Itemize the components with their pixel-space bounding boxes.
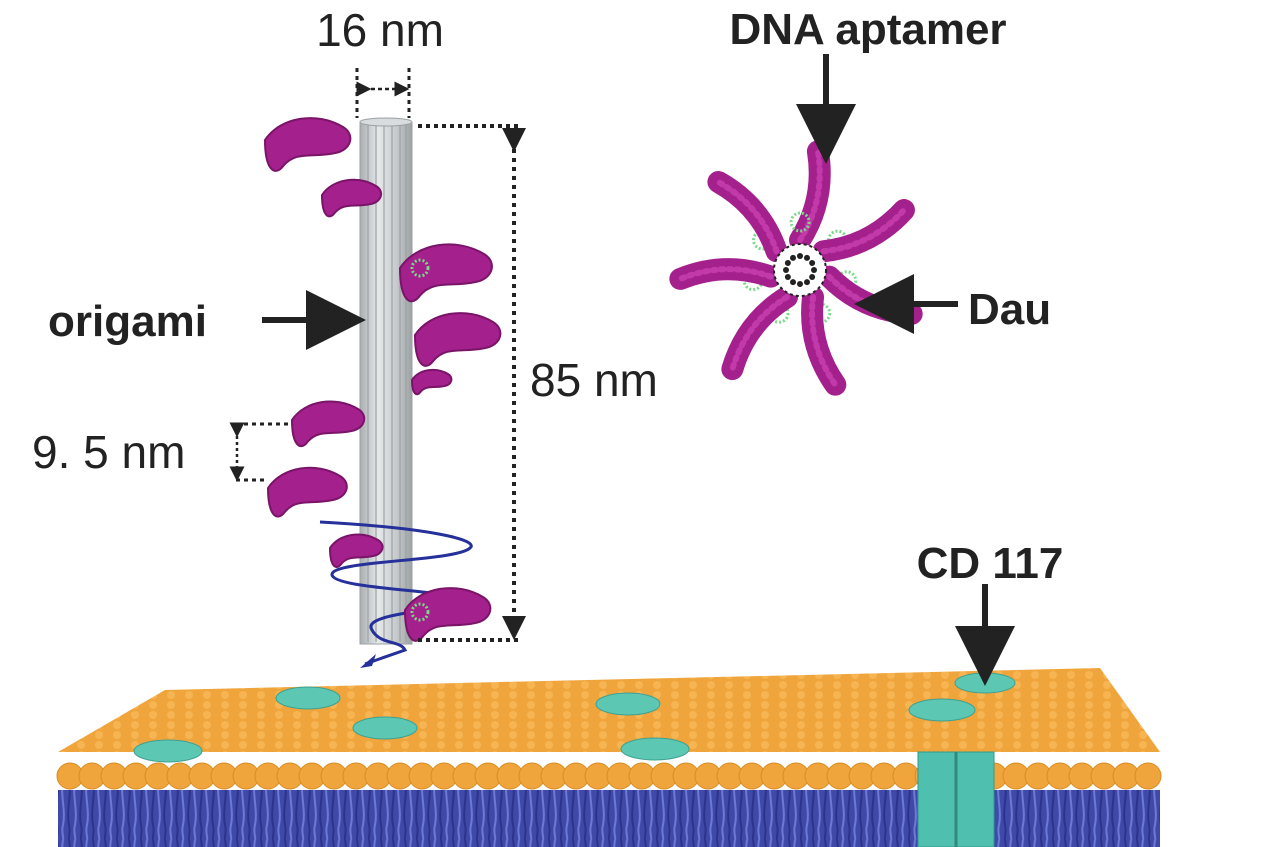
aptamer [266, 466, 348, 518]
lipid-head [1134, 762, 1162, 790]
star-core [773, 243, 827, 297]
dau-molecule [410, 258, 430, 278]
aptamer [398, 243, 493, 303]
aptamer-star [669, 140, 923, 396]
receptor [954, 672, 1016, 694]
width-dimension [355, 68, 411, 118]
receptor [352, 716, 418, 740]
membrane-tail-layer [58, 790, 1160, 847]
receptor [908, 698, 976, 722]
aptamer [263, 117, 352, 172]
receptor [275, 686, 341, 710]
dau-molecule [789, 211, 811, 233]
origami-label: origami [48, 297, 207, 346]
length-dimension [418, 124, 526, 642]
aptamer [320, 178, 383, 218]
aptamer-arm [721, 286, 798, 381]
aptamer [290, 400, 366, 447]
aptamer [328, 533, 384, 568]
aptamer [413, 312, 502, 367]
cd117-label: CD 117 [917, 539, 1064, 588]
receptor [133, 739, 203, 763]
width-label: 16 nm [316, 4, 444, 56]
aptamer-arm [818, 265, 923, 325]
dau-label: Dau [968, 285, 1051, 334]
membrane-head-row [56, 762, 1162, 790]
length-label: 85 nm [530, 354, 658, 406]
helix-arrow-icon [360, 654, 376, 668]
origami-aptamers [263, 117, 502, 642]
aptamer [410, 368, 453, 396]
aptamer [403, 587, 492, 642]
spacing-dimension [229, 422, 292, 482]
helix-strand [319, 520, 473, 666]
aptamer-arm [707, 171, 788, 263]
spacing-label: 9. 5 nm [32, 426, 185, 478]
receptor [620, 737, 690, 761]
receptor [595, 692, 661, 716]
dau-molecule [410, 602, 430, 622]
origami-tube [359, 117, 413, 645]
dna-aptamer-label: DNA aptamer [729, 5, 1006, 54]
